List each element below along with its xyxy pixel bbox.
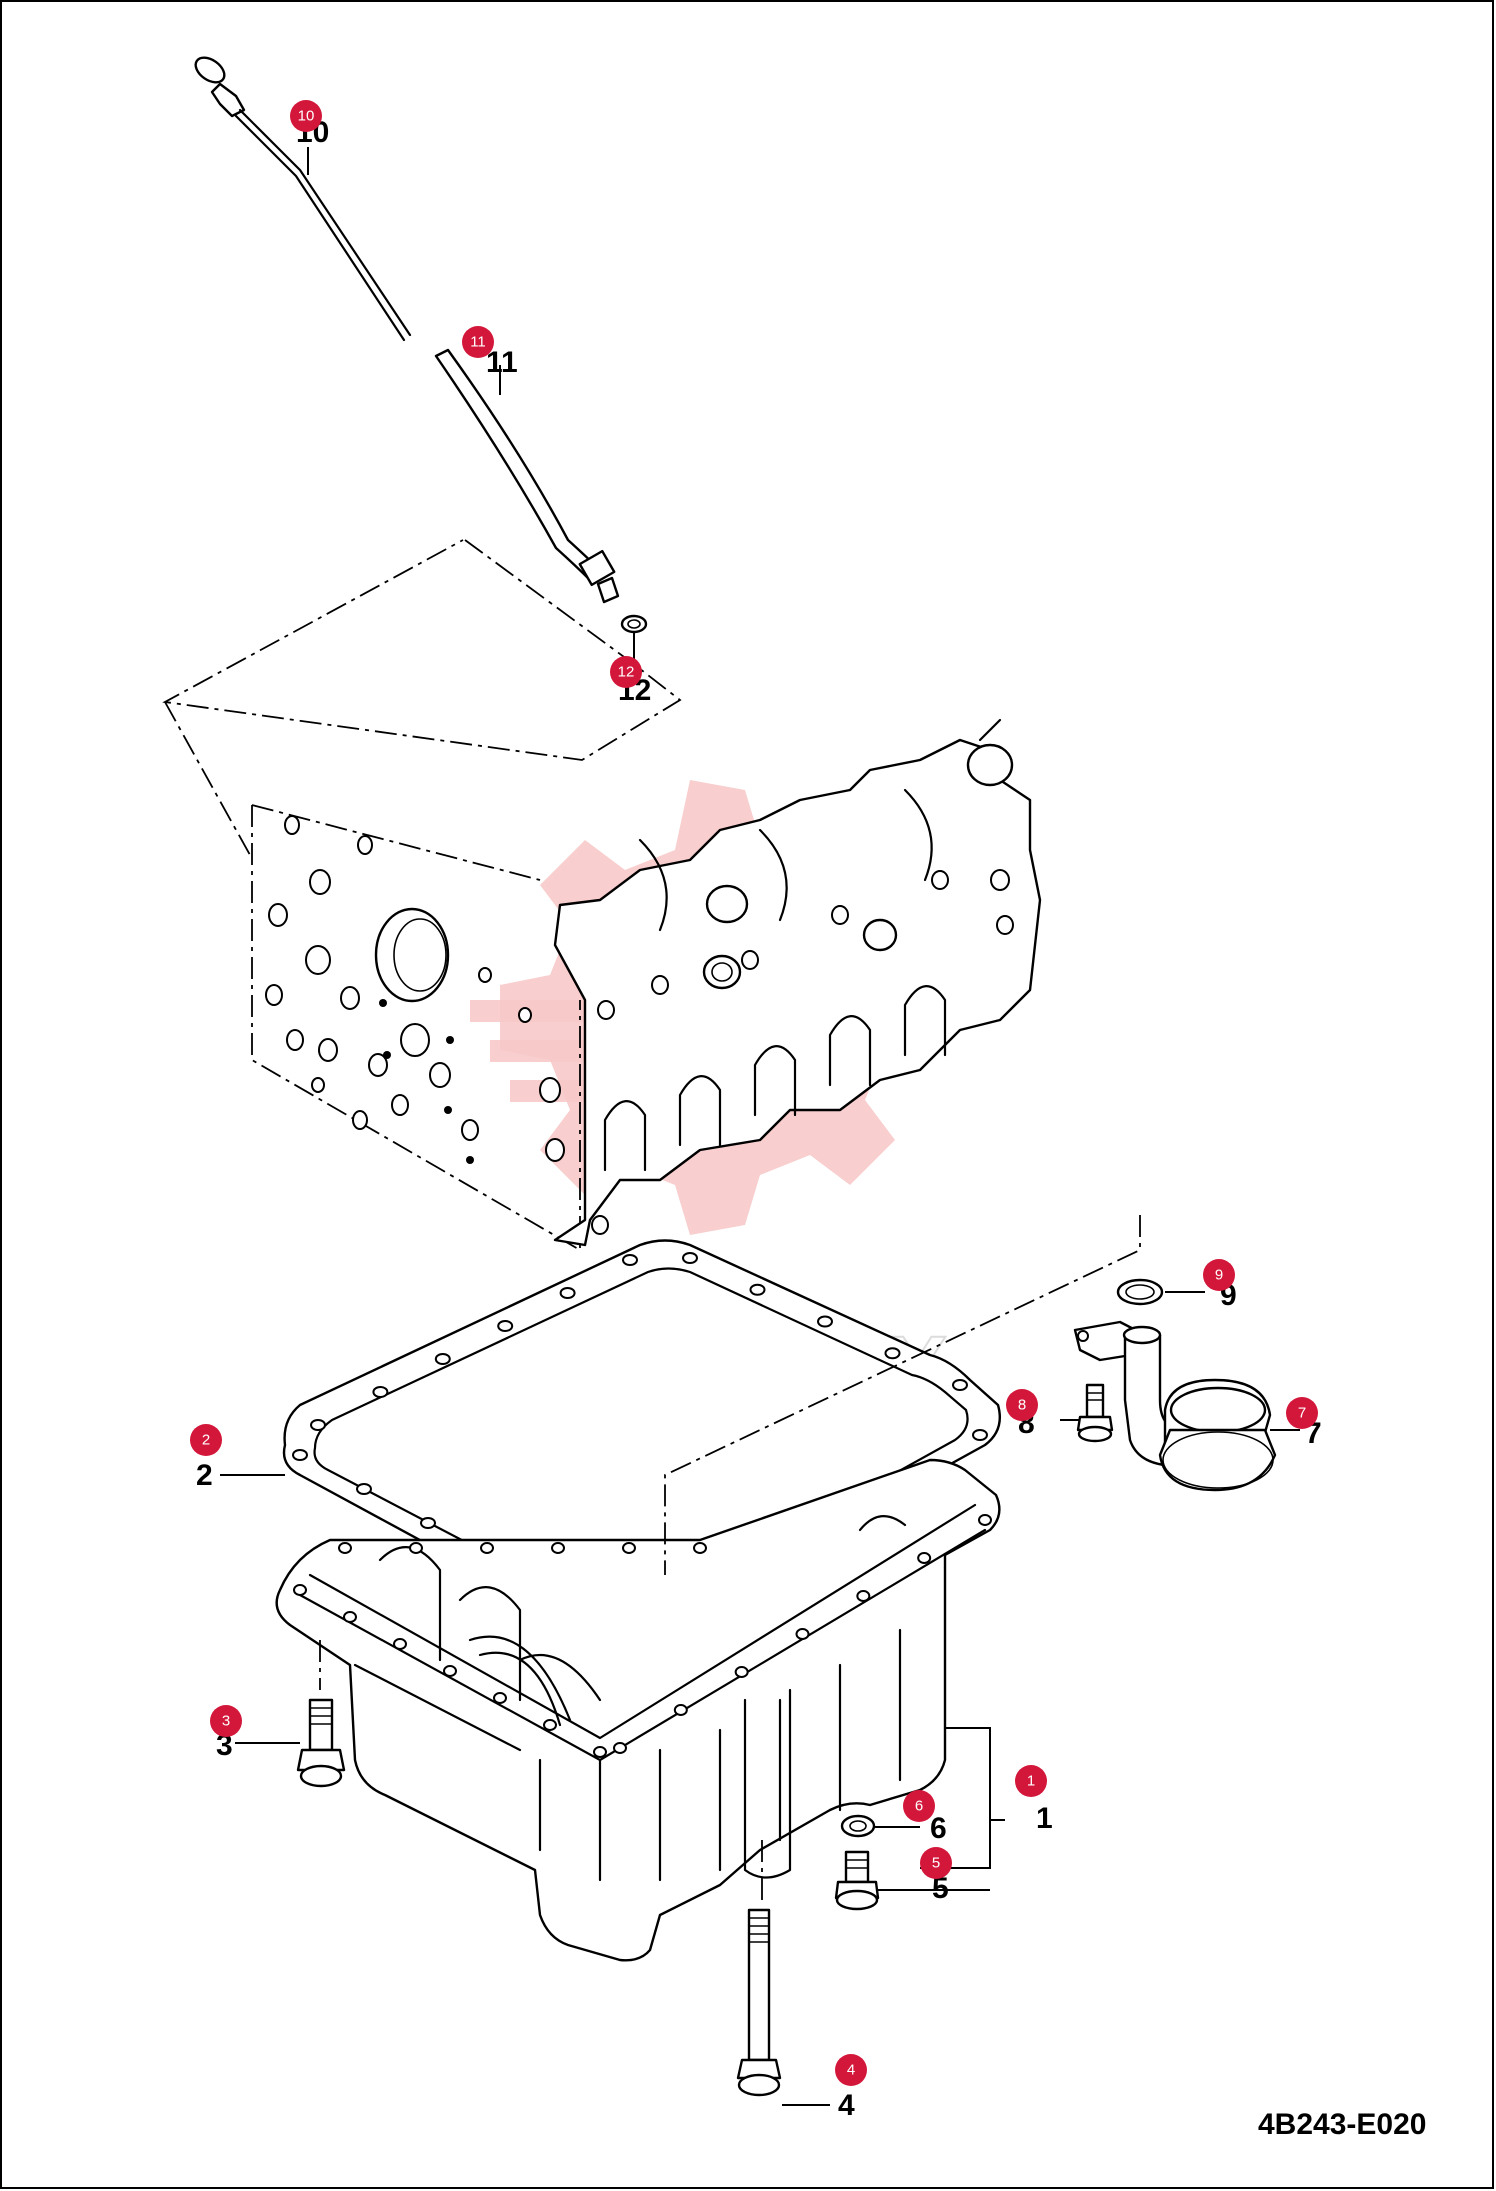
bolt-hole bbox=[795, 1628, 810, 1640]
bolt-hole bbox=[409, 1542, 423, 1554]
bolt-hole bbox=[884, 1347, 901, 1360]
bolt-hole bbox=[856, 1590, 871, 1602]
oil-strainer-part-7 bbox=[1073, 1320, 1277, 1492]
svg-text:1: 1 bbox=[1027, 1773, 1035, 1790]
long-bolt-part-4 bbox=[736, 1908, 782, 2097]
badge-7[interactable]: 7 bbox=[1286, 1397, 1318, 1429]
bolt-hole bbox=[673, 1704, 688, 1716]
bolt-hole bbox=[310, 1419, 326, 1431]
bolt-hole bbox=[393, 1638, 407, 1650]
bolt-hole bbox=[952, 1379, 968, 1391]
badge-2[interactable]: 2 bbox=[190, 1424, 222, 1456]
bolt-hole bbox=[593, 1746, 607, 1758]
bolt-hole bbox=[749, 1283, 766, 1296]
badge-3[interactable]: 3 bbox=[210, 1705, 242, 1737]
badge-10[interactable]: 10 bbox=[290, 100, 322, 132]
o-ring-part-12 bbox=[620, 614, 648, 634]
strainer-assembly-line bbox=[664, 1215, 1141, 1575]
bolt-hole bbox=[292, 1449, 308, 1461]
bolt-hole bbox=[443, 1665, 457, 1677]
bolt-hole bbox=[338, 1542, 352, 1554]
bolt-part-8 bbox=[1076, 1383, 1114, 1443]
part-label-3: 3 bbox=[216, 1729, 233, 1762]
bolt-hole bbox=[817, 1315, 833, 1328]
bolt-hole bbox=[420, 1517, 436, 1529]
part-label-5: 5 bbox=[932, 1872, 949, 1905]
svg-text:4: 4 bbox=[847, 2062, 855, 2079]
svg-text:3: 3 bbox=[222, 1713, 230, 1730]
svg-text:9: 9 bbox=[1215, 1267, 1223, 1284]
svg-text:5: 5 bbox=[932, 1855, 940, 1872]
cylinder-block-reference bbox=[251, 718, 1042, 1252]
badge-11[interactable]: 11 bbox=[462, 326, 494, 358]
dipstick-part-10 bbox=[194, 56, 412, 342]
badge-8[interactable]: 8 bbox=[1006, 1389, 1038, 1421]
svg-text:11: 11 bbox=[470, 334, 486, 351]
bolt-hole bbox=[343, 1611, 357, 1623]
part-label-11: 11 bbox=[486, 346, 518, 379]
bolt-hole bbox=[613, 1742, 627, 1754]
oil-pan-part-1 bbox=[275, 1458, 1001, 1962]
dipstick-guide-part-11 bbox=[434, 348, 620, 604]
callout-badges: 10 11 12 2 3 4 5 6 1 7 8 9 bbox=[190, 100, 1318, 2086]
bolt-hole bbox=[693, 1542, 707, 1554]
bolt-hole bbox=[734, 1666, 749, 1678]
part-label-1: 1 bbox=[1036, 1802, 1053, 1835]
bolt-hole bbox=[972, 1429, 988, 1441]
o-ring-part-9 bbox=[1116, 1278, 1164, 1306]
svg-text:8: 8 bbox=[1018, 1397, 1026, 1414]
bolt-hole bbox=[293, 1584, 307, 1596]
bolt-hole bbox=[434, 1353, 451, 1365]
bolt-hole bbox=[356, 1483, 372, 1495]
bolt-hole bbox=[543, 1719, 557, 1731]
bolt-hole bbox=[978, 1514, 992, 1526]
svg-text:12: 12 bbox=[618, 664, 635, 681]
leader-lines bbox=[220, 147, 1300, 2106]
svg-text:2: 2 bbox=[202, 1432, 210, 1449]
svg-text:7: 7 bbox=[1298, 1405, 1306, 1422]
part-label-6: 6 bbox=[930, 1812, 947, 1845]
bolt-hole bbox=[480, 1542, 494, 1554]
bolt-hole bbox=[559, 1287, 576, 1299]
bolt-hole bbox=[682, 1252, 698, 1264]
bolt-hole bbox=[917, 1552, 932, 1564]
diagram-code: 4B243-E020 bbox=[1258, 2108, 1426, 2141]
bolt-hole bbox=[551, 1542, 565, 1554]
bolt-hole bbox=[622, 1542, 636, 1554]
part-label-2: 2 bbox=[196, 1459, 213, 1492]
badge-9[interactable]: 9 bbox=[1203, 1259, 1235, 1291]
svg-text:6: 6 bbox=[915, 1798, 923, 1815]
badge-6[interactable]: 6 bbox=[903, 1790, 935, 1822]
dipstick-assembly-line-2 bbox=[164, 701, 251, 856]
badge-12[interactable]: 12 bbox=[610, 656, 642, 688]
dipstick-assembly-line bbox=[162, 539, 682, 761]
bolt-hole bbox=[493, 1692, 507, 1704]
bolt-hole bbox=[622, 1254, 638, 1266]
badge-5[interactable]: 5 bbox=[920, 1847, 952, 1879]
bolt-part-3 bbox=[296, 1698, 346, 1788]
washer-part-6 bbox=[840, 1814, 876, 1838]
drain-plug-part-5 bbox=[834, 1850, 880, 1911]
svg-text:10: 10 bbox=[298, 108, 315, 125]
bolt-hole bbox=[497, 1320, 514, 1332]
badge-1[interactable]: 1 bbox=[1015, 1765, 1047, 1797]
badge-4[interactable]: 4 bbox=[835, 2054, 867, 2086]
bolt-hole bbox=[372, 1386, 389, 1398]
part-label-4: 4 bbox=[838, 2089, 855, 2122]
